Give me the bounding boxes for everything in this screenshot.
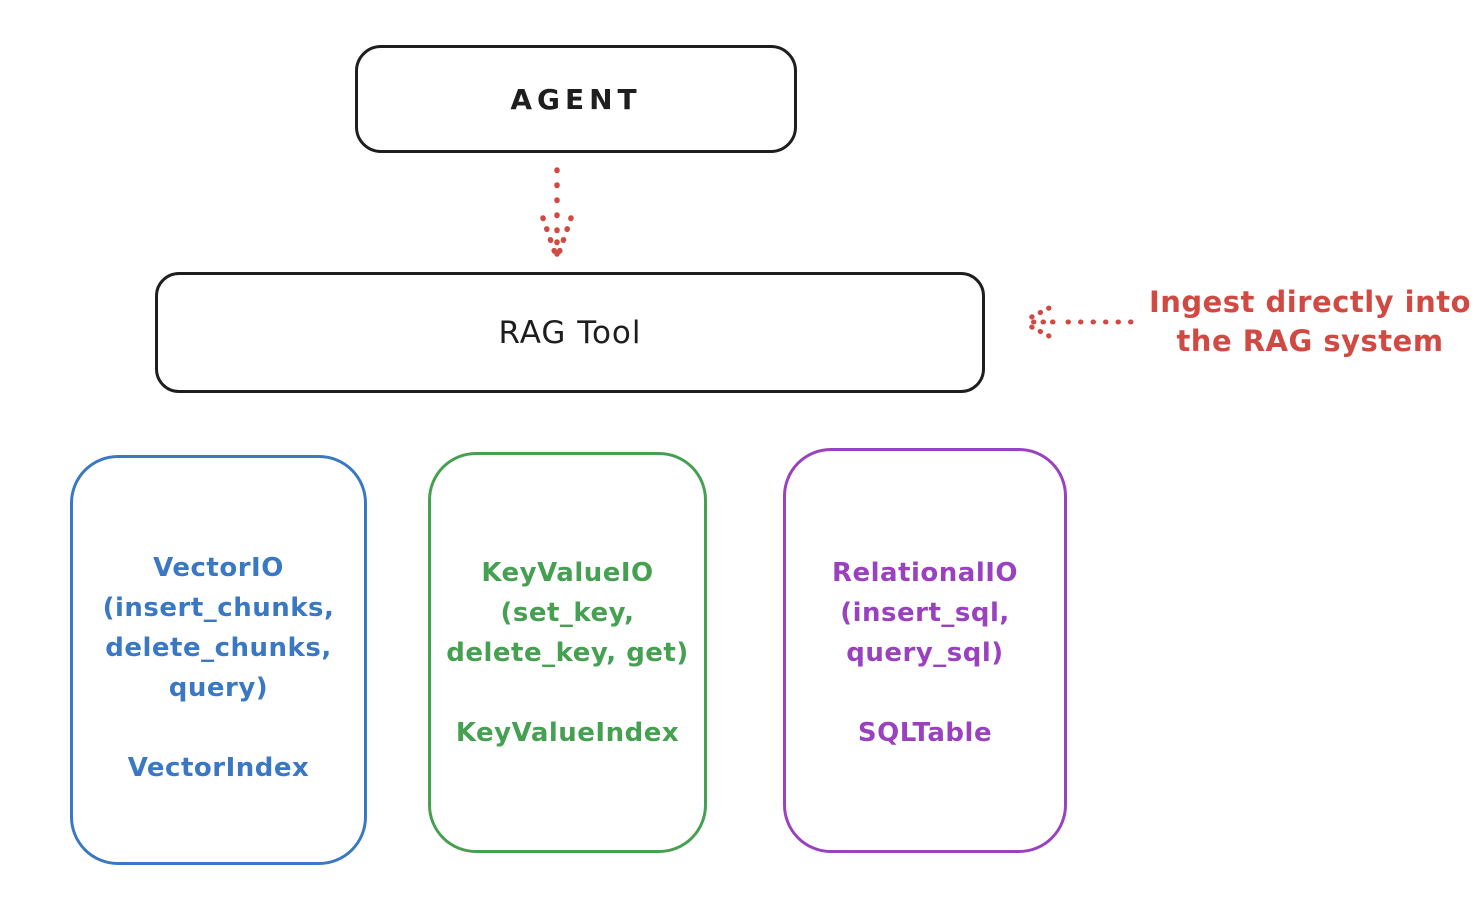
rag-tool-node: RAG Tool	[155, 272, 985, 393]
keyvalueio-line: KeyValueIO	[481, 558, 654, 588]
vectorio-line: (insert_chunks,	[102, 593, 335, 623]
vectorio-line: delete_chunks,	[105, 633, 332, 663]
relationalio-line: RelationalIO	[831, 558, 1019, 588]
vector-index-label: VectorIndex	[127, 753, 310, 783]
relationalio-line: (insert_sql,	[840, 598, 1010, 628]
ingest-annotation: Ingest directly into the RAG system	[1135, 283, 1484, 361]
rag-tool-label: RAG Tool	[498, 314, 642, 351]
keyvalueio-line: delete_key, get)	[446, 638, 689, 668]
annotation-line-1: Ingest directly into	[1148, 285, 1472, 319]
vectorio-node: VectorIO (insert_chunks, delete_chunks, …	[70, 455, 367, 865]
vectorio-line: query)	[168, 673, 269, 703]
relationalio-node: RelationalIO (insert_sql, query_sql) SQL…	[783, 448, 1067, 853]
relationalio-line: query_sql)	[846, 638, 1004, 668]
annotation-line-2: the RAG system	[1176, 324, 1444, 358]
sqltable-label: SQLTable	[857, 718, 993, 748]
keyvalueio-line: (set_key,	[500, 598, 635, 628]
agent-label: AGENT	[510, 82, 642, 116]
keyvalueio-node: KeyValueIO (set_key, delete_key, get) Ke…	[428, 452, 707, 853]
vectorio-line: VectorIO	[153, 553, 284, 583]
arrow-left-dotted-icon	[1021, 305, 1134, 339]
keyvalue-index-label: KeyValueIndex	[455, 718, 680, 748]
arrow-down-dotted-icon	[540, 167, 574, 262]
agent-node: AGENT	[355, 45, 797, 153]
